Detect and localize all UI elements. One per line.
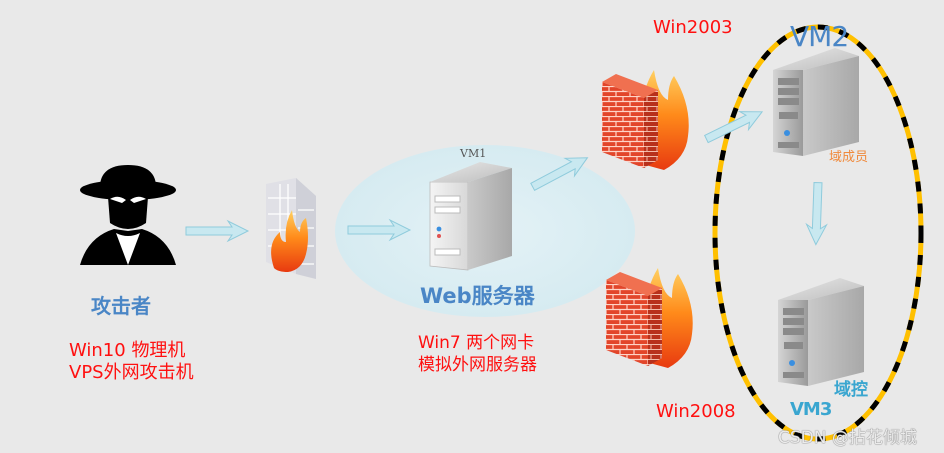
firewall-win2008-label: Win2008 <box>656 401 736 422</box>
web-server-icon <box>429 162 512 271</box>
vm2-role-label: 域成员 <box>829 150 869 165</box>
vm1-desc-line1: Win7 两个网卡 <box>418 333 535 353</box>
attacker-os-line1: Win10 物理机 <box>69 340 186 361</box>
attacker-os-line2: VPS外网攻击机 <box>69 362 194 383</box>
vm2-server-icon <box>773 48 859 156</box>
vm3-tag: VM3 <box>790 399 832 420</box>
vm3-role-label: 域控 <box>834 380 868 400</box>
perimeter-firewall-icon <box>266 178 316 279</box>
vm2-tag: VM2 <box>790 20 849 53</box>
attacker-label: 攻击者 <box>91 294 151 318</box>
arrow-attacker-to-firewall <box>185 220 249 242</box>
vm3-server-icon <box>778 278 864 386</box>
firewall-win2008-icon <box>606 268 693 368</box>
domain-ring <box>712 24 924 442</box>
vm1-tag: VM1 <box>460 147 487 160</box>
arrow-vm2-to-vm3 <box>805 181 829 246</box>
firewall-win2003-label: Win2003 <box>653 17 733 38</box>
web-server-label: Web服务器 <box>420 284 535 308</box>
watermark: CSDN @拈花倾城 <box>778 428 917 448</box>
attacker-icon <box>80 165 176 265</box>
firewall-win2003-icon <box>602 70 689 170</box>
vm1-desc-line2: 模拟外网服务器 <box>418 355 537 375</box>
